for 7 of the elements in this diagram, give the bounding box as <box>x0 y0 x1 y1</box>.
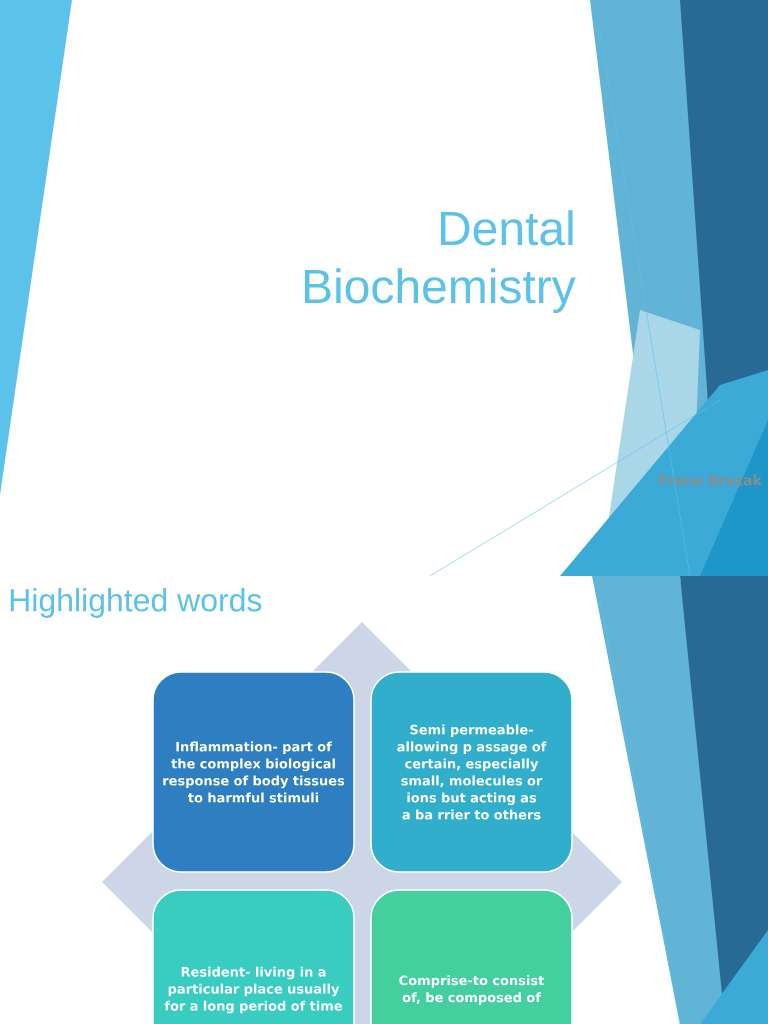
definition-box: Resident- living in a particular place usually for a long period of time <box>152 889 355 1024</box>
slide-title: Dental Biochemistry <box>305 210 576 313</box>
author-name: Frano Brezak <box>659 474 763 486</box>
slide-title: Highlighted words <box>10 588 262 618</box>
definition-box: Comprise-to consist of, be composed of <box>370 889 573 1024</box>
definition-box: Semi permeable- allowing p assage of certain, especially small, molecules or ions but acting as a ba rrier to others <box>370 671 573 873</box>
definition-box: Inflammation- part of the complex biological response of body tissues to harmful stimuli <box>152 671 355 873</box>
